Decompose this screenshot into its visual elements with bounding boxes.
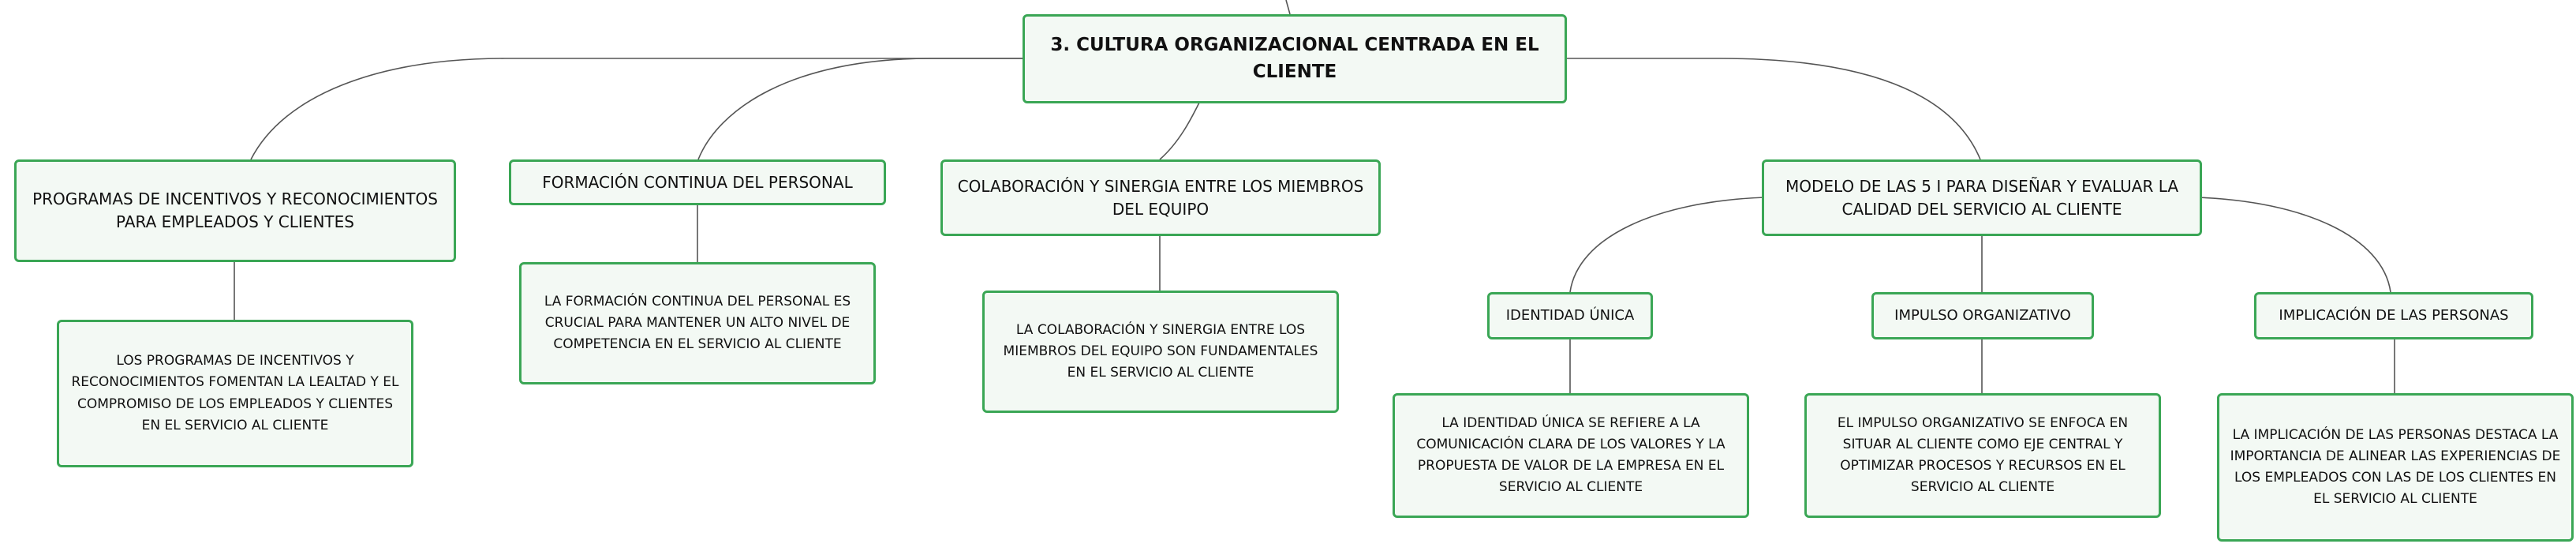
detail-team-collaboration[interactable]: LA COLABORACIÓN Y SINERGIA ENTRE LOS MIE…	[982, 291, 1339, 413]
connector-model-child-1	[1569, 197, 1766, 293]
connector-root-branch-3	[1159, 102, 1200, 160]
branch-team-collaboration[interactable]: COLABORACIÓN Y SINERGIA ENTRE LOS MIEMBR…	[940, 159, 1381, 236]
connector-model-child-3	[2197, 197, 2391, 293]
connector-root-branch-4	[1558, 58, 1981, 160]
model-child-people-involvement[interactable]: IMPLICACIÓN DE LAS PERSONAS	[2254, 292, 2533, 339]
root-topic[interactable]: 3. CULTURA ORGANIZACIONAL CENTRADA EN EL…	[1023, 14, 1567, 103]
branch-5i-model[interactable]: MODELO DE LAS 5 I PARA DISEÑAR Y EVALUAR…	[1762, 159, 2202, 236]
model-child-organizational-drive[interactable]: IMPULSO ORGANIZATIVO	[1871, 292, 2094, 339]
connector-root-branch-1	[250, 58, 1026, 160]
detail-people-involvement[interactable]: LA IMPLICACIÓN DE LAS PERSONAS DESTACA L…	[2217, 393, 2574, 542]
detail-organizational-drive[interactable]: EL IMPULSO ORGANIZATIVO SE ENFOCA EN SIT…	[1804, 393, 2161, 518]
detail-continuous-training[interactable]: LA FORMACIÓN CONTINUA DEL PERSONAL ES CR…	[519, 262, 876, 384]
branch-continuous-training[interactable]: FORMACIÓN CONTINUA DEL PERSONAL	[509, 159, 886, 205]
detail-incentive-programs[interactable]: LOS PROGRAMAS DE INCENTIVOS Y RECONOCIMI…	[57, 320, 413, 467]
model-child-unique-identity[interactable]: IDENTIDAD ÚNICA	[1487, 292, 1653, 339]
branch-incentive-programs[interactable]: PROGRAMAS DE INCENTIVOS Y RECONOCIMIENTO…	[14, 159, 456, 262]
connector-parent-root	[1285, 0, 1291, 15]
detail-unique-identity[interactable]: LA IDENTIDAD ÚNICA SE REFIERE A LA COMUN…	[1393, 393, 1749, 518]
connector-root-branch-2	[697, 58, 1026, 160]
